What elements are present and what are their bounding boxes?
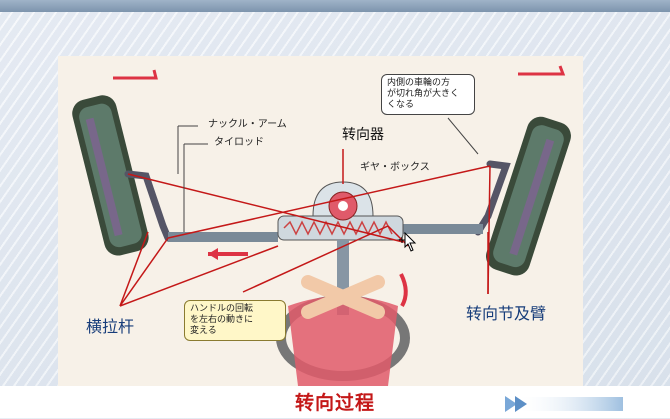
steering-illustration [72,65,571,386]
left-knuckle-arm [124,170,172,242]
driver-hands [301,275,385,319]
gear-box-jp-label: ギヤ・ボックス [360,162,430,173]
right-tie-rod [393,224,483,234]
next-slide-button[interactable] [505,393,625,415]
knuckle-arm-label: 转向节及臂 [466,304,547,323]
steering-gear-label: 转向器 [342,127,384,143]
right-wheel [485,116,571,276]
leader-lines [177,117,479,232]
left-turn-arrow [113,69,158,80]
handle-note-box: ハンドルの回転 を左右の動きに 変える [184,300,286,341]
inner-wheel-note-box: 内側の車輪の方 が切れ角が大きく くなる [381,74,475,115]
right-turn-arrow [518,65,566,76]
slide-caption: 转向过程 [294,393,375,414]
rack-teeth [283,220,393,236]
left-tie-rod [168,232,278,242]
move-cursor-icon [397,231,419,256]
tie-rod-jp-label: タイロッド [214,137,264,148]
callout-lines [119,149,491,307]
steering-diagram [58,56,583,386]
next-arrow-icon [505,396,623,412]
knuckle-arm-jp-label: ナックル・アーム [208,119,287,130]
tie-rod-label: 横拉杆 [86,317,135,336]
left-wheel [72,95,149,256]
driver-arms [288,296,398,386]
wheel-rotation-arrow [399,273,408,307]
